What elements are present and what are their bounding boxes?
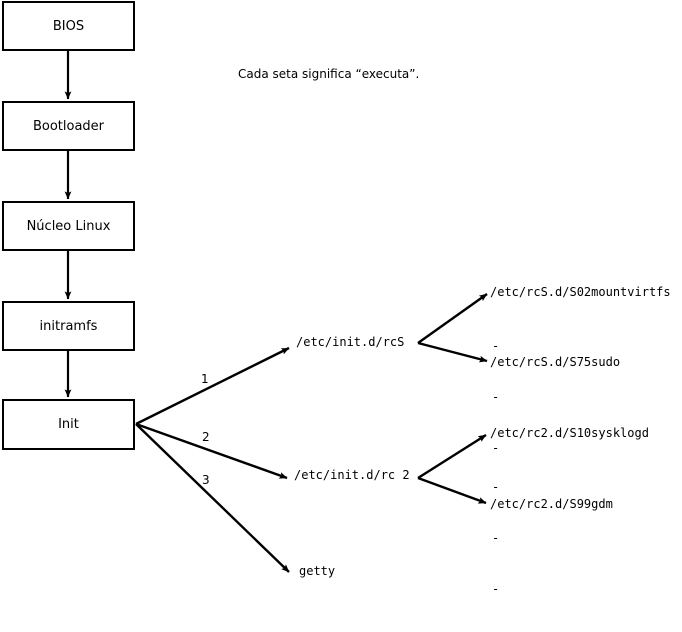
rc2-ellipsis-dash-3: -: [492, 582, 500, 596]
arrow-init-to-getty: [135, 423, 290, 573]
init-fanout-connectors: [135, 346, 290, 573]
edge-number-3: 3: [202, 473, 210, 487]
rcs-ellipsis: - - -: [492, 304, 521, 491]
rcs-ellipsis-dash-3: -: [492, 441, 500, 455]
arrow-init-to-rc2: [135, 422, 288, 480]
diagram-connectors-layer: [64, 50, 488, 573]
rc2-fanout-connectors: [417, 433, 487, 505]
rc2-ellipsis-dash-2: -: [492, 531, 500, 545]
arrow-rcs-to-last-script: [417, 341, 488, 363]
rc2-ellipsis: - - -: [492, 445, 521, 632]
diagram-caption: Cada seta significa “executa”.: [238, 67, 420, 81]
arrow-rcs-to-first-script: [417, 293, 488, 344]
arrow-init-to-rcs: [135, 346, 290, 426]
label-rc2-last-script[interactable]: /etc/rc2.d/S99gdm: [490, 497, 613, 511]
boot-sequence-diagram: BIOS Bootloader Núcleo Linux initramfs I…: [2, 1, 671, 596]
rc2-ellipsis-dash-1: -: [492, 480, 500, 494]
node-bios-label: BIOS: [52, 18, 85, 34]
node-initramfs[interactable]: initramfs: [2, 301, 135, 351]
node-kernel-label: Núcleo Linux: [26, 218, 111, 234]
label-rcs-last-script[interactable]: /etc/rcS.d/S75sudo: [490, 355, 621, 369]
node-bootloader[interactable]: Bootloader: [2, 101, 135, 151]
node-bios[interactable]: BIOS: [2, 1, 135, 51]
node-initramfs-label: initramfs: [39, 318, 98, 334]
arrow-rc2-to-first-script: [417, 433, 487, 480]
label-rcs-first-script[interactable]: /etc/rcS.d/S02mountvirtfs: [490, 285, 671, 299]
rcs-ellipsis-dash-1: -: [492, 339, 500, 353]
node-init[interactable]: Init: [2, 399, 135, 450]
node-kernel[interactable]: Núcleo Linux: [2, 201, 135, 251]
edge-number-2: 2: [202, 430, 210, 444]
node-bootloader-label: Bootloader: [32, 118, 105, 134]
arrow-rc2-to-last-script: [417, 476, 487, 505]
rcs-fanout-connectors: [417, 293, 488, 363]
label-init-d-rcs[interactable]: /etc/init.d/rcS: [296, 335, 405, 349]
edge-number-1: 1: [201, 372, 209, 386]
label-init-d-rc2[interactable]: /etc/init.d/rc 2: [294, 468, 410, 482]
node-init-label: Init: [58, 417, 79, 432]
label-rc2-first-script[interactable]: /etc/rc2.d/S10sysklogd: [490, 426, 649, 440]
label-getty[interactable]: getty: [299, 564, 336, 578]
rcs-ellipsis-dash-2: -: [492, 390, 500, 404]
